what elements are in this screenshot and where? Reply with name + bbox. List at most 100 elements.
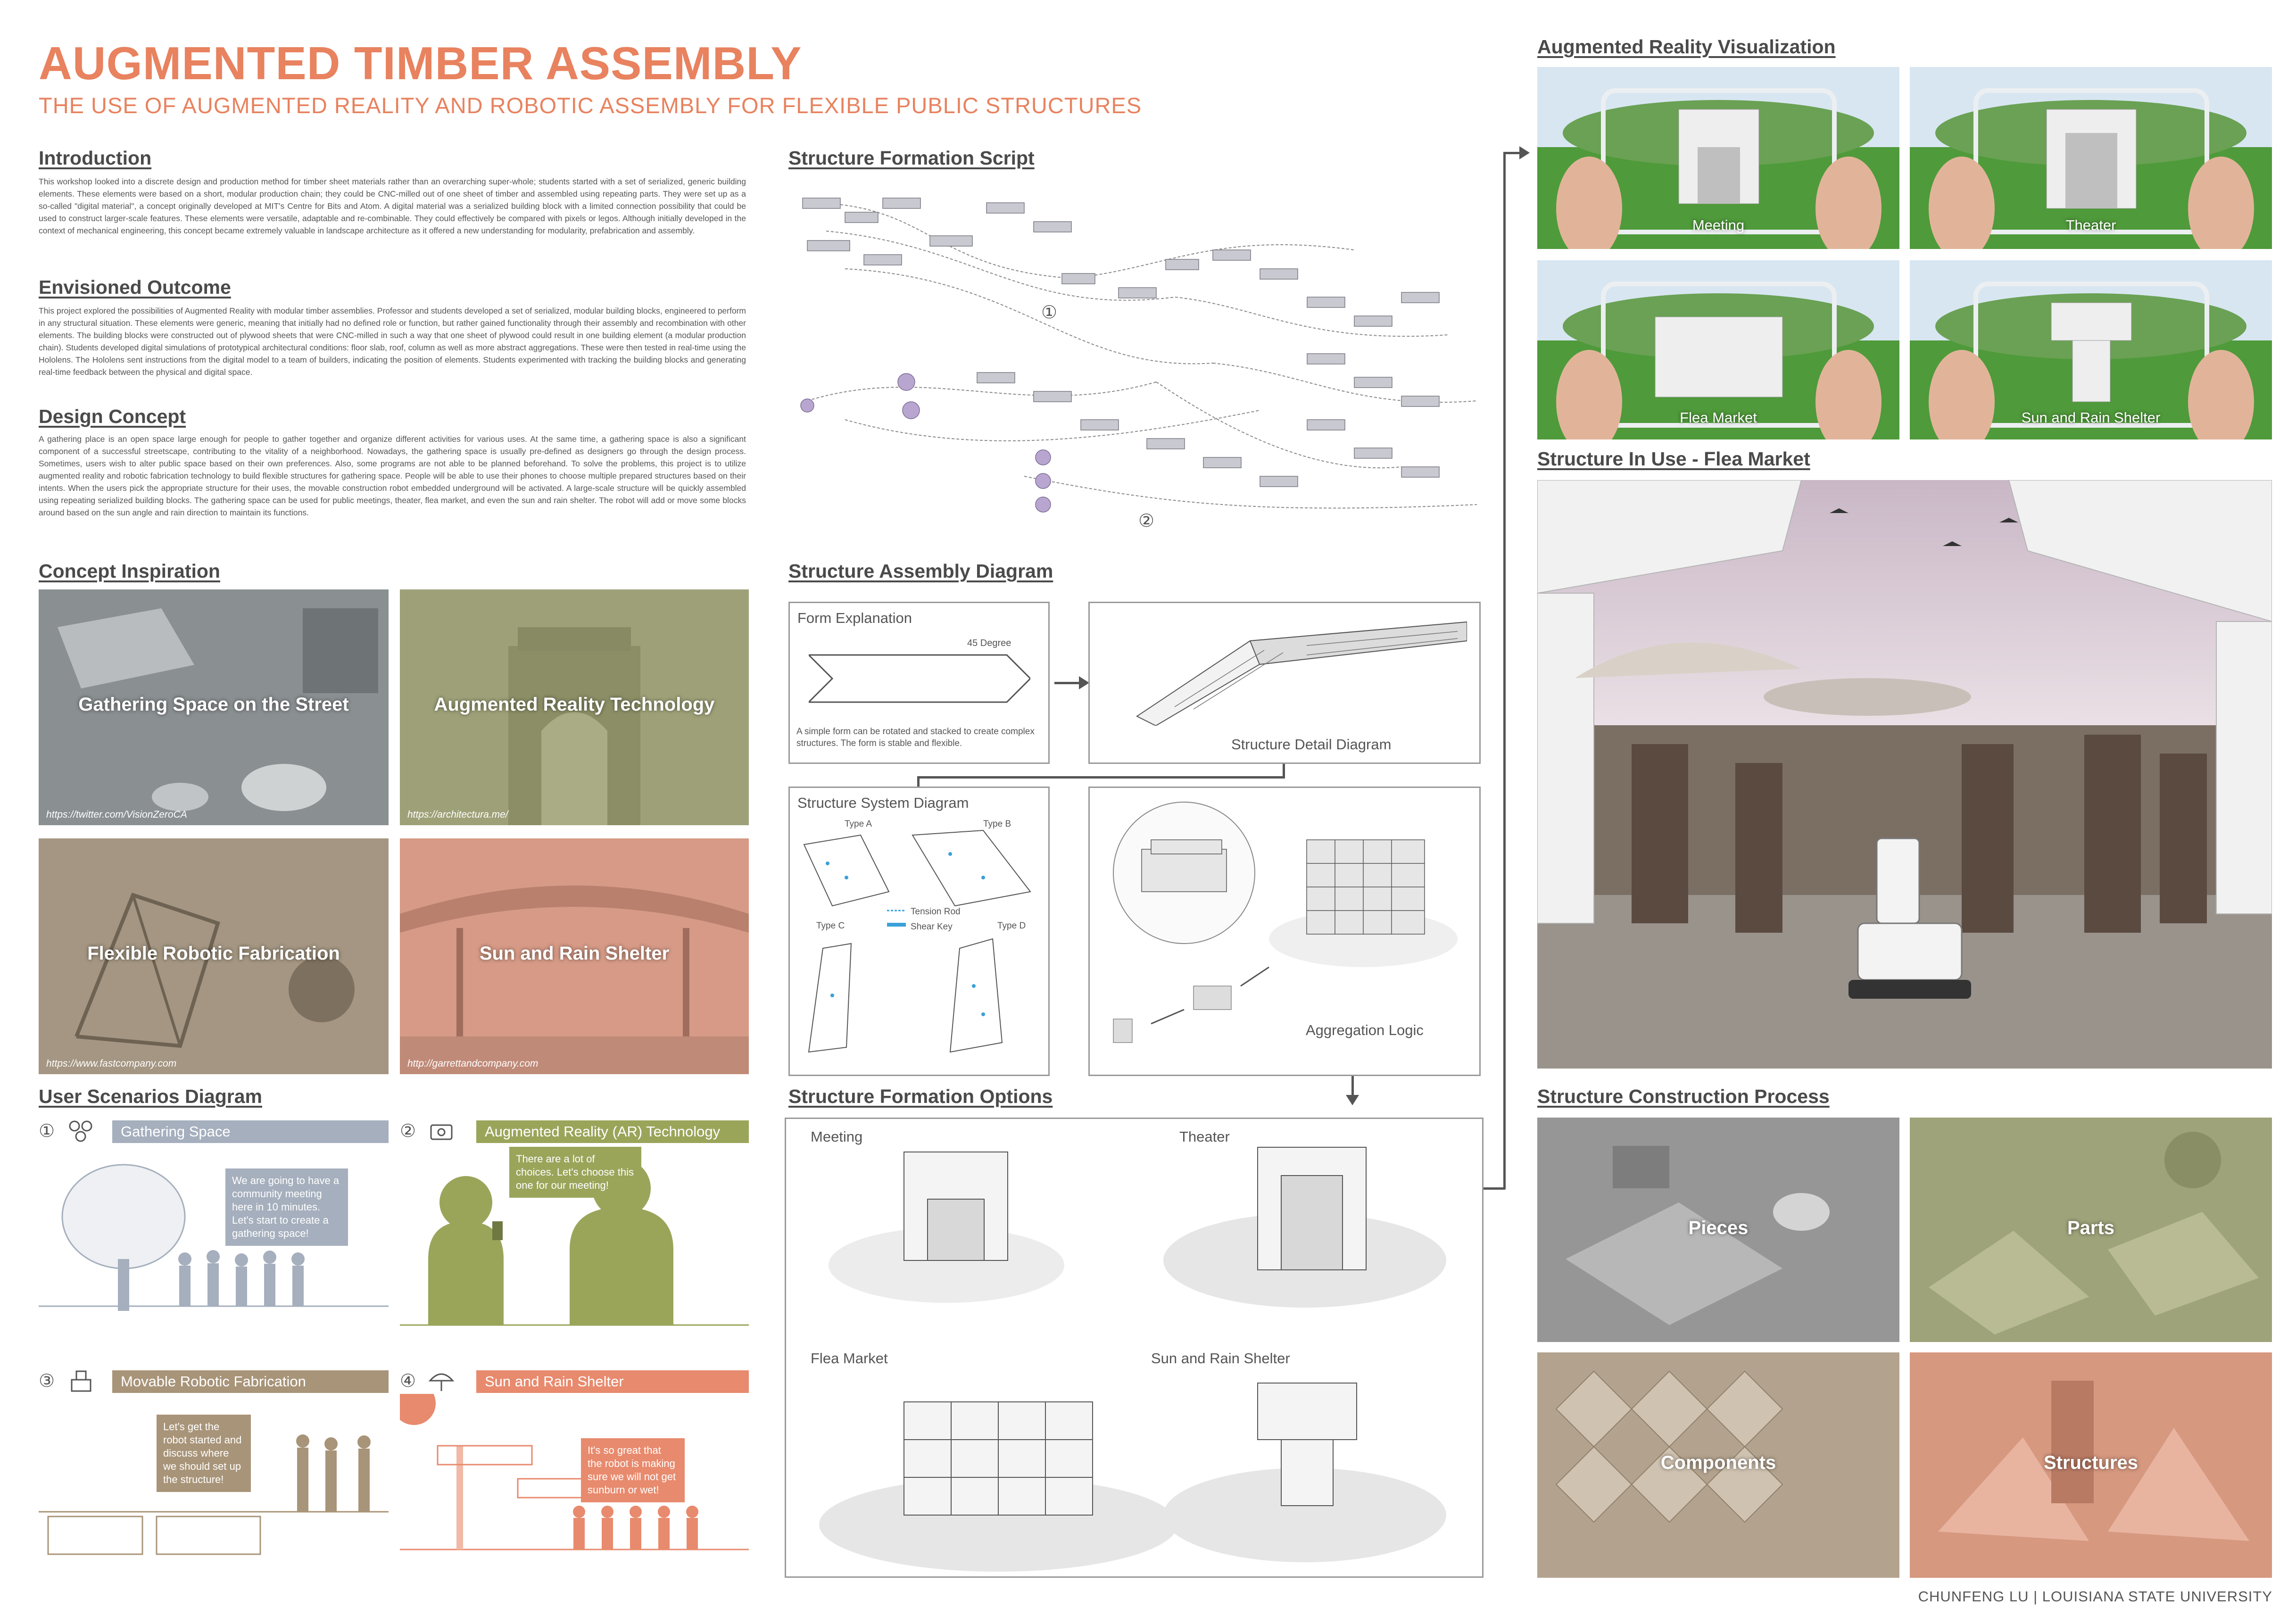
scenario-speech-bubble: Let's get the robot started and discuss … — [157, 1415, 251, 1492]
structure-system-box: Structure System Diagram Type A Type B T… — [788, 787, 1050, 1076]
scenario-illustration-shelter — [392, 1382, 749, 1573]
intro-text: This workshop looked into a discrete des… — [39, 177, 746, 235]
connector-line — [1351, 1076, 1354, 1098]
arrow-head-icon — [1519, 146, 1530, 159]
ar-photo-theater: Theater — [1910, 67, 2272, 249]
arrow-head-icon — [1079, 676, 1089, 689]
inspiration-photo-gathering: Gathering Space on the Street https://tw… — [39, 589, 389, 825]
construction-label: Structures — [2043, 1452, 2139, 1473]
construction-photo-pieces: Pieces — [1537, 1118, 1899, 1342]
construction-photo-parts: Parts — [1910, 1118, 2272, 1342]
connector-line — [917, 776, 1285, 779]
arrow-right-icon — [1054, 682, 1083, 684]
ar-heading: Augmented Reality Visualization — [1537, 36, 1836, 58]
design-heading: Design Concept — [39, 406, 186, 427]
type-d-label: Type D — [997, 921, 1026, 931]
connector-line — [917, 776, 920, 787]
scenario-speech-bubble: There are a lot of choices. Let's choose… — [509, 1147, 641, 1198]
poster-title: AUGMENTED TIMBER ASSEMBLY — [39, 37, 802, 89]
ar-label: Sun and Rain Shelter — [2021, 409, 2161, 426]
design-text: A gathering place is an open space large… — [39, 434, 746, 517]
phone-icon — [426, 1118, 456, 1144]
form-explanation-text: A simple form can be rotated and stacked… — [796, 727, 1035, 748]
construction-label: Components — [1660, 1452, 1776, 1473]
tension-rod-label: Tension Rod — [911, 907, 961, 917]
inspiration-photo-robotic: Flexible Robotic Fabrication https://www… — [39, 838, 389, 1074]
scenario-tag: Movable Robotic Fabrication — [112, 1370, 389, 1393]
scenario-tag: Gathering Space — [112, 1120, 389, 1143]
outcome-heading: Envisioned Outcome — [39, 276, 231, 298]
inspiration-label: Flexible Robotic Fabrication — [87, 943, 340, 964]
umbrella-icon — [426, 1367, 456, 1394]
scenario-number: ④ — [400, 1371, 416, 1391]
construction-label: Parts — [2067, 1218, 2115, 1238]
inspiration-heading: Concept Inspiration — [39, 560, 220, 582]
grasshopper-script-graph: ① ② — [788, 174, 1486, 542]
robot-icon — [66, 1367, 96, 1394]
option-label: Sun and Rain Shelter — [1151, 1350, 1290, 1367]
script-marker-1: ① — [1041, 303, 1058, 323]
ar-photo-shelter: Sun and Rain Shelter — [1910, 260, 2272, 439]
inspiration-label: Sun and Rain Shelter — [479, 943, 670, 964]
construction-heading: Structure Construction Process — [1537, 1085, 1830, 1107]
scenarios-heading: User Scenarios Diagram — [39, 1085, 263, 1107]
credit-footer: CHUNFENG LU | LOUISIANA STATE UNIVERSITY — [1918, 1588, 2272, 1605]
connector-line — [1484, 1187, 1505, 1190]
intro-heading: Introduction — [39, 147, 152, 169]
option-label: Meeting — [811, 1128, 863, 1145]
outcome-text: This project explored the possibilities … — [39, 306, 746, 377]
structure-detail-box: Structure Detail Diagram — [1088, 602, 1481, 764]
scenario-illustration-robotic — [39, 1399, 389, 1568]
ar-photo-flea-market: Flea Market — [1537, 260, 1899, 439]
ar-label: Flea Market — [1680, 409, 1757, 426]
scenario-speech-bubble: We are going to have a community meeting… — [225, 1168, 348, 1246]
connector-line — [1283, 764, 1285, 778]
type-c-label: Type C — [816, 921, 845, 931]
inspiration-label: Gathering Space on the Street — [78, 694, 349, 715]
inspiration-credit[interactable]: https://architectura.me/ — [407, 809, 508, 820]
formation-options-box: Meeting Theater Flea Market Sun and Rain… — [785, 1118, 1484, 1578]
arrow-down-icon — [1346, 1095, 1359, 1105]
inspiration-label: Augmented Reality Technology — [434, 694, 715, 715]
script-heading: Structure Formation Script — [788, 147, 1035, 169]
assembly-heading: Structure Assembly Diagram — [788, 560, 1053, 582]
scenario-number: ③ — [39, 1371, 55, 1391]
inspiration-credit[interactable]: http://garrettandcompany.com — [407, 1058, 539, 1069]
ar-label: Theater — [2065, 217, 2116, 233]
inspiration-credit[interactable]: https://twitter.com/VisionZeroCA — [46, 809, 187, 820]
in-use-heading: Structure In Use - Flea Market — [1537, 448, 1810, 470]
type-a-label: Type A — [845, 819, 872, 829]
construction-photo-components: Components — [1537, 1352, 1899, 1578]
ar-label: Meeting — [1692, 217, 1745, 233]
connector-line — [1503, 152, 1520, 154]
scenario-tag: Augmented Reality (AR) Technology — [476, 1120, 749, 1143]
scenario-number: ② — [400, 1121, 416, 1141]
scenario-number: ① — [39, 1121, 55, 1141]
inspiration-photo-shelter: Sun and Rain Shelter http://garrettandco… — [400, 838, 749, 1074]
structure-detail-title: Structure Detail Diagram — [1231, 736, 1392, 753]
options-heading: Structure Formation Options — [788, 1085, 1053, 1107]
form-explanation-title: Form Explanation — [797, 610, 912, 626]
type-b-label: Type B — [983, 819, 1011, 829]
script-marker-2: ② — [1138, 511, 1155, 531]
community-icon — [66, 1118, 96, 1144]
form-explanation-box: Form Explanation 45 Degree A simple form… — [788, 602, 1050, 764]
option-label: Theater — [1179, 1128, 1230, 1145]
scenario-illustration-gathering — [39, 1151, 389, 1316]
poster-subtitle: THE USE OF AUGMENTED REALITY AND ROBOTIC… — [39, 93, 1142, 118]
ar-photo-meeting: Meeting — [1537, 67, 1899, 249]
scenario-tag: Sun and Rain Shelter — [476, 1370, 749, 1393]
connector-line — [1503, 152, 1506, 1189]
construction-label: Pieces — [1688, 1218, 1749, 1238]
aggregation-logic-box: Aggregation Logic — [1088, 787, 1481, 1076]
construction-photo-structures: Structures — [1910, 1352, 2272, 1578]
scenario-speech-bubble: It's so great that the robot is making s… — [581, 1438, 685, 1502]
structure-system-title: Structure System Diagram — [797, 795, 969, 811]
option-label: Flea Market — [811, 1350, 888, 1367]
shear-key-label: Shear Key — [911, 922, 953, 932]
degree-label: 45 Degree — [967, 638, 1011, 648]
aggregation-logic-title: Aggregation Logic — [1306, 1022, 1424, 1038]
flea-market-render — [1537, 480, 2272, 1069]
inspiration-credit[interactable]: https://www.fastcompany.com — [46, 1058, 177, 1069]
inspiration-photo-ar: Augmented Reality Technology https://arc… — [400, 589, 749, 825]
